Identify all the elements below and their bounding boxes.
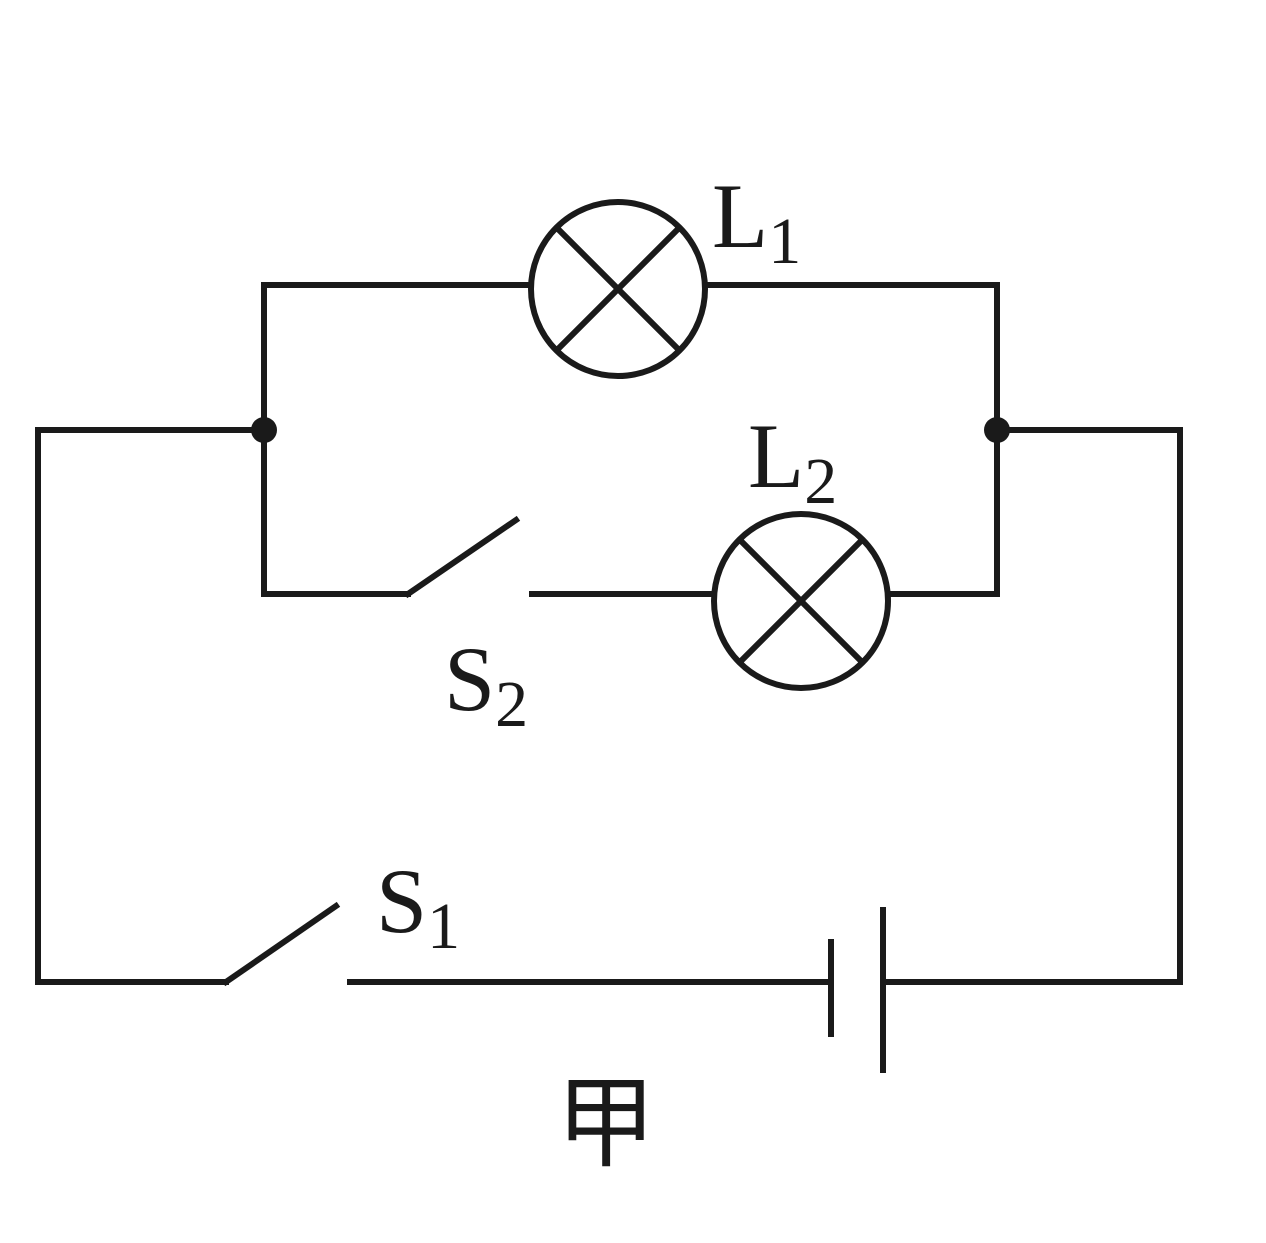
junction-right (984, 417, 1010, 443)
label-l2: L2 (748, 405, 837, 518)
lamp-l2 (711, 511, 891, 691)
wire-s2-left (261, 427, 411, 597)
lamp-l1 (528, 199, 708, 379)
wire-l1-left (261, 282, 534, 433)
battery (828, 907, 886, 1073)
figure-caption: 甲 (556, 1065, 656, 1182)
switch-s2-blade (403, 515, 521, 599)
junction-left (251, 417, 277, 443)
label-l1: L1 (712, 165, 801, 278)
wire-main-right (880, 427, 1183, 985)
wire-main-left (35, 427, 267, 985)
main-loop (35, 427, 1183, 1073)
branch-l1 (261, 199, 1000, 433)
wire-l2-right (885, 427, 1000, 597)
label-s2: S2 (444, 628, 528, 741)
label-s1: S1 (376, 850, 460, 963)
wire-l1-right (702, 282, 1000, 433)
switch-s1-blade (221, 901, 341, 987)
branch-l2 (261, 427, 1000, 691)
